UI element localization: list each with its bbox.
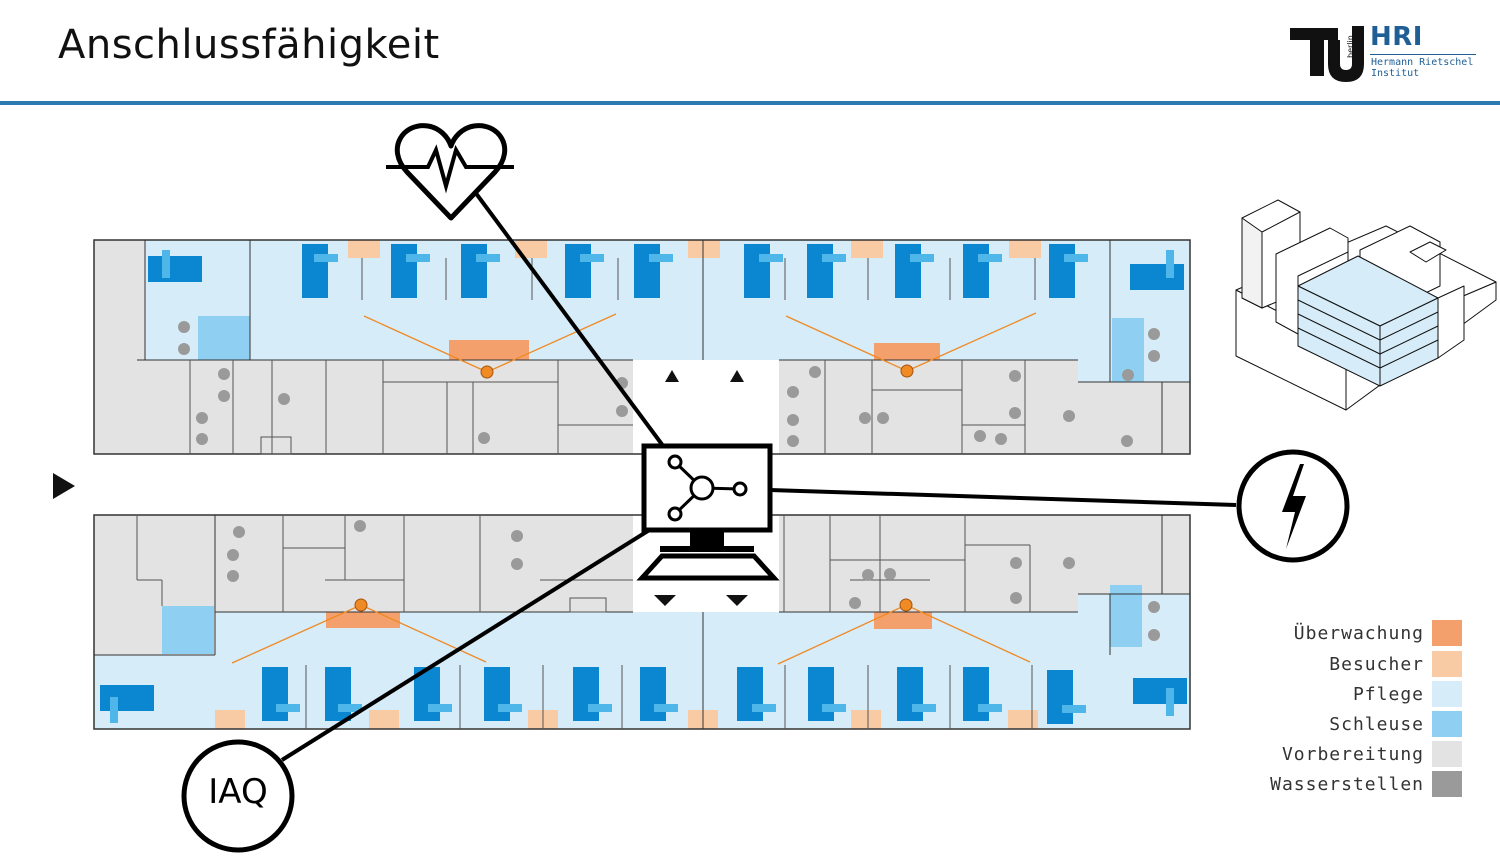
legend-item-vorbereitung: Vorbereitung [1282, 741, 1462, 767]
legend-swatch [1432, 681, 1462, 707]
heartbeat-icon[interactable] [386, 123, 514, 221]
legend-label: Schleuse [1329, 713, 1424, 735]
legend-item-wasserstellen: Wasserstellen [1270, 771, 1462, 797]
stair-arrows [654, 370, 748, 606]
lightning-icon[interactable] [1236, 449, 1350, 563]
logo-divider [1370, 54, 1476, 55]
legend-label: Wasserstellen [1270, 773, 1424, 795]
connection-lines [280, 190, 1237, 762]
building-3d-icon [1235, 199, 1497, 411]
legend-swatch [1432, 771, 1462, 797]
logo-line1: Hermann Rietschel [1371, 57, 1474, 68]
logo-hri: HRI [1370, 22, 1423, 52]
logo-line2: Institut [1371, 68, 1420, 79]
iaq-label: IAQ [208, 772, 268, 812]
upper-water-points [178, 321, 1160, 447]
legend-label: Pflege [1352, 683, 1424, 705]
header-rule [0, 101, 1500, 105]
legend-item-pflege: Pflege [1353, 681, 1462, 707]
upper-sensors [363, 312, 1037, 379]
legend-label: Besucher [1329, 653, 1424, 675]
legend-swatch [1432, 651, 1462, 677]
legend-swatch [1432, 620, 1462, 646]
lower-water-points [227, 520, 1160, 641]
tu-berlin-logo [1290, 26, 1364, 82]
play-arrow-icon [53, 473, 75, 499]
lower-beds [100, 667, 1187, 724]
legend-label: Überwachung [1293, 622, 1424, 644]
legend-item-schleuse: Schleuse [1329, 711, 1462, 737]
page-title: Anschlussfähigkeit [58, 22, 440, 68]
legend-label: Vorbereitung [1281, 743, 1424, 765]
legend-swatch [1432, 741, 1462, 767]
iaq-node[interactable] [181, 739, 295, 853]
computer-icon[interactable] [636, 443, 780, 581]
upper-beds [148, 244, 1184, 298]
legend-swatch [1432, 711, 1462, 737]
lower-sensors [231, 598, 1031, 665]
legend-item-besucher: Besucher [1329, 651, 1462, 677]
legend-item-ueberwachung: Überwachung [1294, 620, 1462, 646]
